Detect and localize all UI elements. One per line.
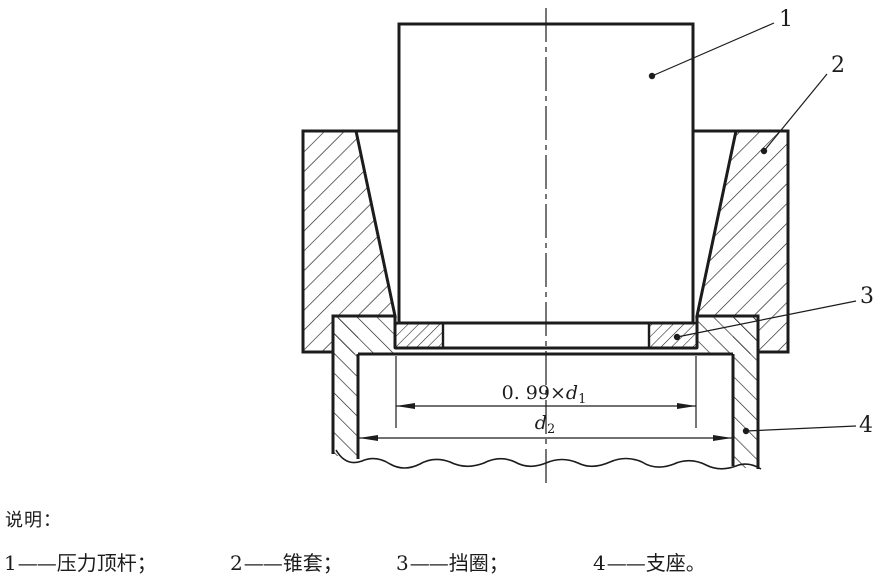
- legend-item-1-dash: ——: [17, 551, 57, 575]
- callout-2-label: 2: [831, 53, 845, 78]
- legend-item-1: 1——压力顶杆；: [4, 547, 157, 576]
- dimension-d1-text: 0. 99×d1: [502, 382, 587, 407]
- legend-item-4-dash: ——: [606, 551, 646, 575]
- retaining-ring-left: [393, 321, 445, 350]
- leader-dot-1: [648, 72, 656, 80]
- legend-item-1-label: 压力顶杆；: [56, 551, 157, 575]
- legend-heading: 说明：: [5, 510, 62, 531]
- legend-item-4-number: 4: [593, 551, 606, 575]
- leader-line-4: [745, 425, 857, 432]
- legend-item-3-dash: ——: [409, 551, 449, 575]
- leader-dot-2: [760, 147, 768, 155]
- arrowhead-left-icon: [359, 435, 378, 441]
- retaining-ring-right: [647, 321, 699, 350]
- legend-item-2-number: 2: [230, 551, 243, 575]
- legend-item-4: 4——支座。: [593, 547, 706, 576]
- legend-item-3: 3——挡圈；: [396, 547, 509, 576]
- dimension-d2-text: d2: [535, 412, 555, 437]
- technical-drawing: 0. 99×d1 d2 1 2 3 4: [301, 7, 874, 487]
- leader-dot-3: [673, 333, 681, 341]
- legend-item-3-number: 3: [396, 551, 409, 575]
- leader-dot-4: [742, 427, 750, 435]
- arrowhead-right-icon: [677, 403, 696, 409]
- dimension-d2: [359, 435, 732, 441]
- cone-sleeve-section: [301, 129, 790, 354]
- callout-3-label: 3: [860, 284, 874, 309]
- arrowhead-left-icon: [396, 403, 415, 409]
- callout-4-label: 4: [859, 413, 873, 438]
- legend-item-3-label: 挡圈；: [448, 551, 509, 575]
- legend-item-2-label: 锥套；: [282, 551, 343, 575]
- callout-1-label: 1: [779, 7, 793, 32]
- legend-item-1-number: 1: [4, 551, 17, 575]
- leader-line-2: [763, 73, 828, 152]
- leader-line-1: [651, 22, 775, 77]
- legend-item-4-label: 支座。: [645, 551, 706, 575]
- legend-item-2-dash: ——: [243, 551, 283, 575]
- support-wall-right: [733, 316, 758, 468]
- dimension-d1: [395, 356, 697, 428]
- callout-leaders: [648, 22, 857, 435]
- legend-item-2: 2——锥套；: [230, 547, 343, 576]
- arrowhead-right-icon: [713, 435, 732, 441]
- support-wall-left: [333, 316, 358, 456]
- leader-line-3: [676, 300, 857, 338]
- break-line: [335, 449, 762, 470]
